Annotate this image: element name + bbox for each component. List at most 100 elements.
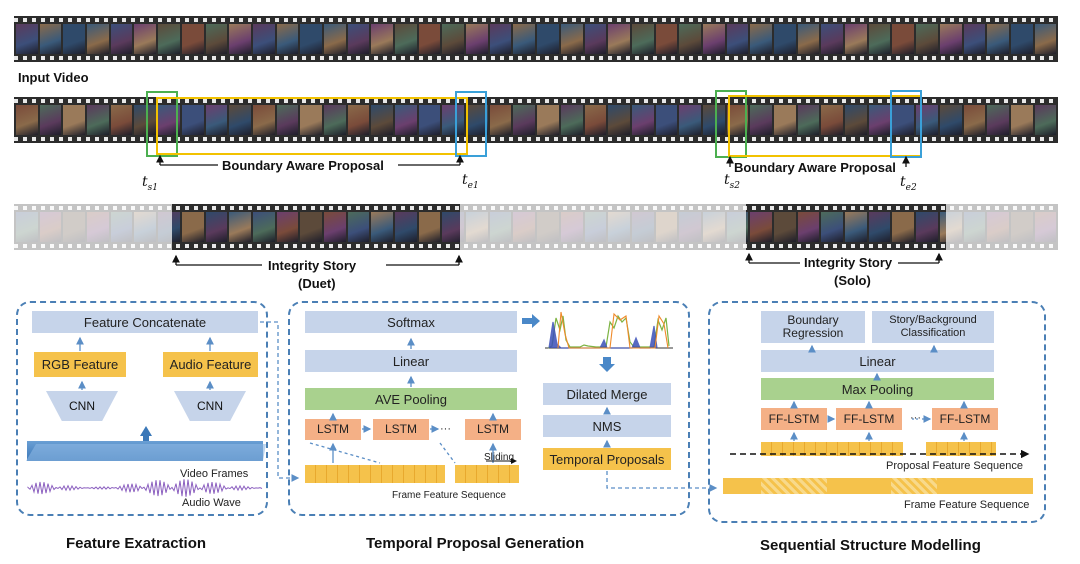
film-frame [584,24,607,54]
film-frame [16,105,38,135]
film-frame [702,105,725,135]
input-video-strip [14,16,1058,62]
film-frame [87,24,109,54]
film-frame [868,105,891,135]
sliding-label: Sliding [484,452,515,463]
audio-feature-box: Audio Feature [163,352,258,377]
film-frame [466,105,488,135]
film-frame [418,105,441,135]
film-frame [797,212,820,242]
film-frame [560,105,583,135]
film-frame [181,105,204,135]
proposal-feature-seq-label: Proposal Feature Sequence [886,460,1023,472]
film-frame [323,105,346,135]
film-frame [252,212,275,242]
film-frame [63,24,86,54]
film-frame [1010,105,1033,135]
film-frame [916,212,938,242]
film-frame [821,24,844,54]
film-frame [726,24,749,54]
film-frame [608,24,630,54]
fflstm-box-3: FF-LSTM [932,408,998,430]
film-frame [158,24,180,54]
film-frame [442,212,465,242]
fflstm-dots: ··· [910,412,921,424]
strip-frames [16,24,1057,54]
film-frame [1010,24,1033,54]
film-frame [939,105,962,135]
film-frame [513,24,536,54]
frame-feature-seq-label-ssm: Frame Feature Sequence [904,499,1030,511]
film-frame [205,105,228,135]
audio-wave-label: Audio Wave [182,497,241,509]
film-frame [750,105,772,135]
boundary-regression-box: Boundary Regression [761,311,865,343]
proposal-1-end-box [455,91,487,157]
film-frame [821,212,844,242]
film-frame [702,24,725,54]
film-frame [584,105,607,135]
feature-extraction-panel [16,301,268,516]
fflstm-box-1: FF-LSTM [761,408,827,430]
film-frame [560,24,583,54]
film-frame [1034,105,1057,135]
boundary-proposal-label-2: Boundary Aware Proposal [734,160,896,175]
boundary-proposal-label-1: Boundary Aware Proposal [222,158,384,173]
film-frame [797,24,820,54]
film-frame [181,212,204,242]
integrity-story-label-2: Integrity Story [804,255,893,270]
duet-label: (Duet) [298,276,336,291]
film-frame [892,212,915,242]
film-frame [347,105,370,135]
film-frame [442,105,465,135]
film-frame [229,24,251,54]
film-frame [63,105,86,135]
input-video-label: Input Video [18,70,89,85]
film-frame [39,105,62,135]
film-frame [229,105,251,135]
film-frame [845,212,867,242]
frame-feature-seq-tpg-2 [455,465,519,483]
film-frame [39,24,62,54]
te1-label: te1 [462,172,479,191]
temporal-proposals-box: Temporal Proposals [543,448,671,470]
film-frame [371,212,393,242]
film-frame [631,24,654,54]
film-frame [939,24,962,54]
film-frame [347,212,370,242]
ts2-label: ts2 [724,172,740,191]
ts1-label: ts1 [142,174,158,193]
rgb-feature-box: RGB Feature [34,352,126,377]
film-frame [868,212,891,242]
film-frame [1034,24,1057,54]
film-frame [276,212,299,242]
te2-label: te2 [900,174,917,193]
film-frame [750,212,772,242]
dilated-merge-box: Dilated Merge [543,383,671,405]
proposal-feature-seq-1 [761,442,903,456]
temporal-proposal-panel [288,301,690,516]
film-frame [110,24,133,54]
film-frame [181,24,204,54]
film-frame [963,24,986,54]
strip-frames [16,105,1057,135]
film-frame [750,24,772,54]
film-frame [987,105,1009,135]
film-frame [655,105,678,135]
solo-label: (Solo) [834,273,871,288]
film-frame [774,24,796,54]
film-frame [418,24,441,54]
frame-feature-seq-label-tpg: Frame Feature Sequence [392,490,506,501]
proposal-feature-seq-2 [926,442,996,456]
film-frame [797,105,820,135]
nms-box: NMS [543,415,671,437]
film-frame [229,212,251,242]
film-frame [489,24,512,54]
film-frame [347,24,370,54]
film-frame [110,105,133,135]
film-frame [892,105,915,135]
film-frame [679,105,701,135]
proposal-1-span-box [156,97,468,155]
film-frame [631,105,654,135]
fflstm-box-2: FF-LSTM [836,408,902,430]
